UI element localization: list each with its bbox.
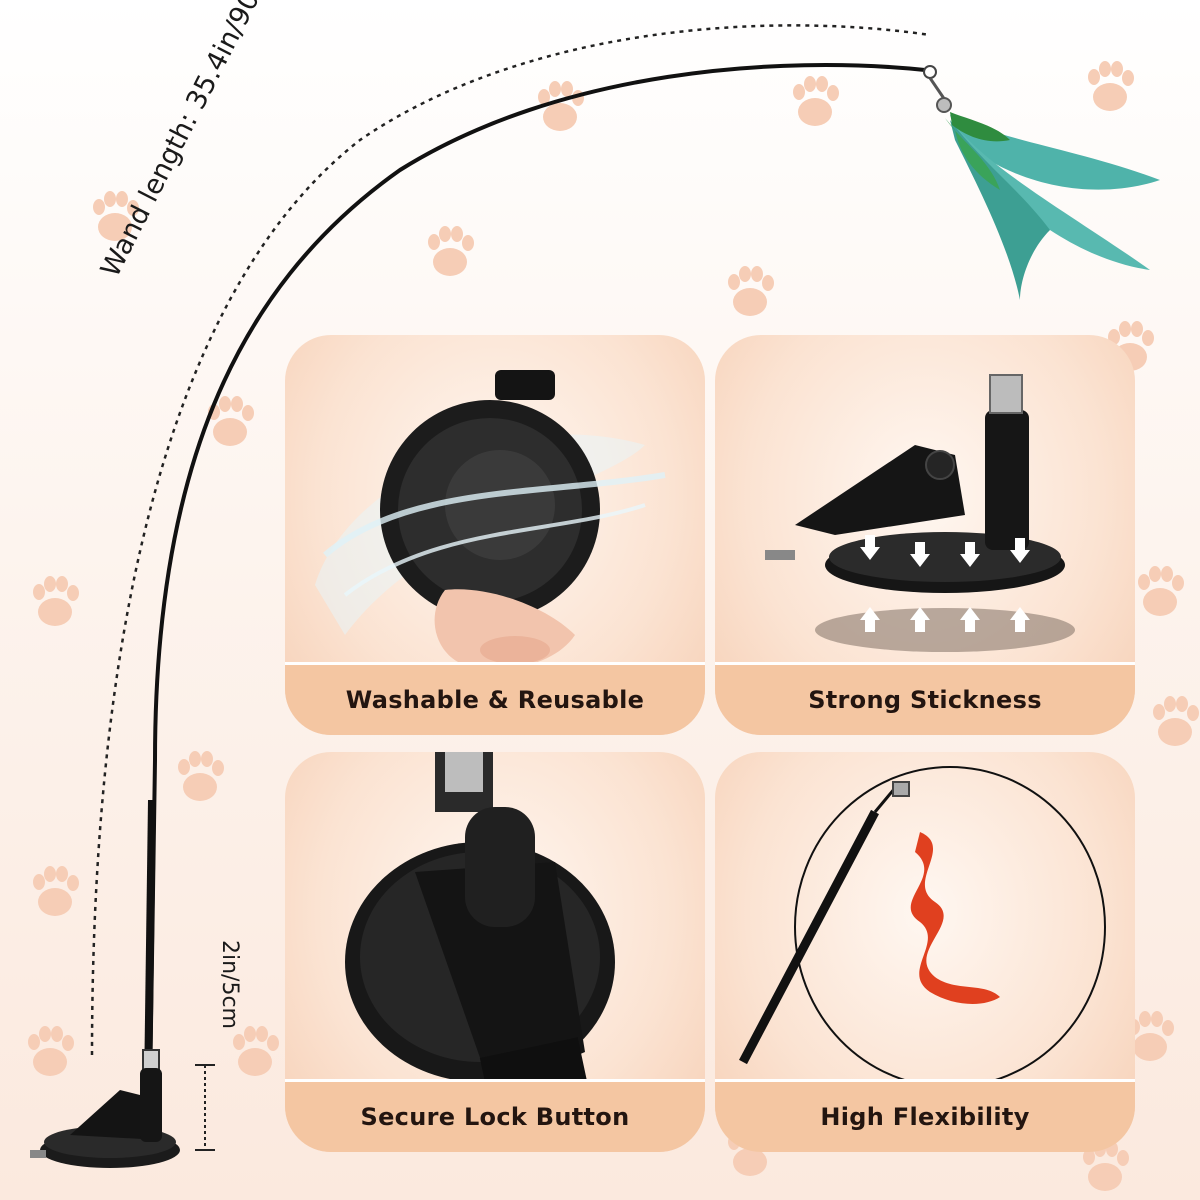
feature-label-lock-button: Secure Lock Button — [360, 1103, 630, 1131]
feather-toy — [923, 65, 1160, 300]
feature-panel-stickness: Strong Stickness — [715, 335, 1135, 735]
feature-panel-flexibility: High Flexibility — [715, 752, 1135, 1152]
feature-label-washable: Washable & Reusable — [345, 686, 645, 714]
base-height-label: 2in/5cm — [217, 940, 242, 1029]
feature-panel-lock-button: Secure Lock Button — [285, 752, 705, 1152]
small-suction-base — [30, 1068, 180, 1168]
wand-length-dashed-arc — [90, 24, 931, 1056]
wand-rod — [148, 63, 926, 1091]
strong-stickness-illustration — [765, 374, 1075, 652]
washable-suction-cup-illustration — [315, 370, 666, 669]
feature-label-stickness: Strong Stickness — [808, 686, 1042, 714]
feature-label-flexibility: High Flexibility — [820, 1103, 1030, 1131]
feature-panel-washable: Washable & Reusable — [285, 335, 705, 735]
